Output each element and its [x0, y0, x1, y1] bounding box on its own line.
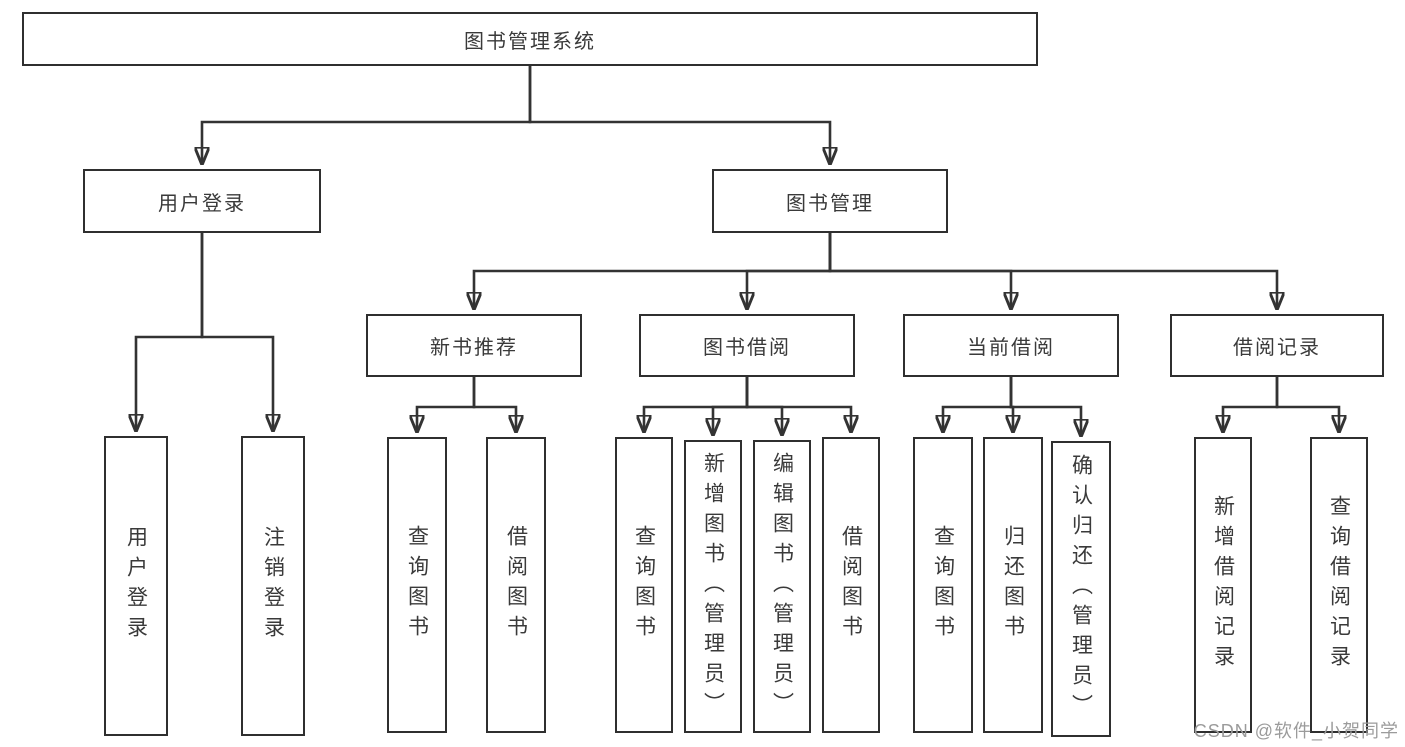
node-user-login: 用户登录: [83, 169, 321, 233]
edge-book-borrow-leaf-borrow: [745, 377, 851, 432]
node-leaf-br-query: 查询借阅记录: [1310, 437, 1368, 733]
edge-book-borrow-leaf-query: [644, 377, 749, 432]
edge-current-borrow-leaf-confirm: [1009, 377, 1081, 436]
node-root: 图书管理系统: [22, 12, 1038, 66]
node-leaf-cb-return-label: 归还图书: [1001, 525, 1025, 645]
edge-root-user-login: [202, 66, 532, 164]
edge-borrow-records-leaf-query: [1275, 377, 1339, 432]
node-leaf-nb-query: 查询图书: [387, 437, 447, 733]
node-book-borrow: 图书借阅: [639, 314, 855, 377]
node-leaf-cb-return: 归还图书: [983, 437, 1043, 733]
node-leaf-nb-borrow-label: 借阅图书: [504, 525, 528, 645]
node-leaf-cb-query-label: 查询图书: [931, 525, 955, 645]
node-leaf-bb-add: 新增图书（管理员）: [684, 440, 742, 733]
edge-book-borrow-leaf-add: [713, 377, 749, 435]
node-book-mgmt-label: 图书管理: [786, 192, 874, 215]
csdn-watermark: CSDN @软件_小贺同学: [1193, 721, 1399, 741]
node-user-login-label: 用户登录: [158, 192, 246, 215]
node-leaf-bb-borrow: 借阅图书: [822, 437, 880, 733]
edge-book-mgmt-book-borrow: [747, 233, 832, 309]
node-leaf-bb-query: 查询图书: [615, 437, 673, 733]
node-leaf-nb-query-label: 查询图书: [405, 525, 429, 645]
node-leaf-br-add-label: 新增借阅记录: [1211, 495, 1235, 675]
node-leaf-br-query-label: 查询借阅记录: [1327, 495, 1351, 675]
node-leaf-logout: 注销登录: [241, 436, 305, 736]
node-root-label: 图书管理系统: [464, 30, 596, 53]
node-book-mgmt: 图书管理: [712, 169, 948, 233]
node-leaf-nb-borrow: 借阅图书: [486, 437, 546, 733]
node-leaf-bb-edit-label: 编辑图书（管理员）: [770, 451, 794, 722]
node-new-book-rec-label: 新书推荐: [430, 337, 518, 359]
node-current-borrow: 当前借阅: [903, 314, 1119, 377]
node-leaf-cb-confirm-label: 确认归还（管理员）: [1069, 454, 1093, 724]
node-current-borrow-label: 当前借阅: [967, 337, 1055, 359]
node-book-borrow-label: 图书借阅: [703, 337, 791, 359]
edge-user-login-leaf-user-login: [136, 233, 204, 431]
node-new-book-rec: 新书推荐: [366, 314, 582, 377]
edge-new-book-rec-leaf-query: [417, 377, 476, 432]
node-borrow-records: 借阅记录: [1170, 314, 1384, 377]
node-leaf-cb-query: 查询图书: [913, 437, 973, 733]
node-leaf-bb-query-label: 查询图书: [632, 525, 656, 645]
edge-current-borrow-leaf-query: [943, 377, 1013, 432]
edge-root-book-mgmt: [528, 66, 830, 164]
node-leaf-bb-borrow-label: 借阅图书: [839, 525, 863, 645]
node-borrow-records-label: 借阅记录: [1233, 337, 1321, 359]
edge-user-login-leaf-logout: [200, 233, 273, 431]
node-leaf-br-add: 新增借阅记录: [1194, 437, 1252, 733]
edge-new-book-rec-leaf-borrow: [472, 377, 516, 432]
edge-book-mgmt-borrow-records: [828, 233, 1277, 309]
node-leaf-cb-confirm: 确认归还（管理员）: [1051, 441, 1111, 737]
node-leaf-user-login-label: 用户登录: [124, 526, 148, 646]
node-leaf-bb-add-label: 新增图书（管理员）: [701, 451, 725, 722]
node-leaf-user-login: 用户登录: [104, 436, 168, 736]
node-leaf-logout-label: 注销登录: [261, 526, 285, 646]
edge-borrow-records-leaf-add: [1223, 377, 1279, 432]
node-leaf-bb-edit: 编辑图书（管理员）: [753, 440, 811, 733]
